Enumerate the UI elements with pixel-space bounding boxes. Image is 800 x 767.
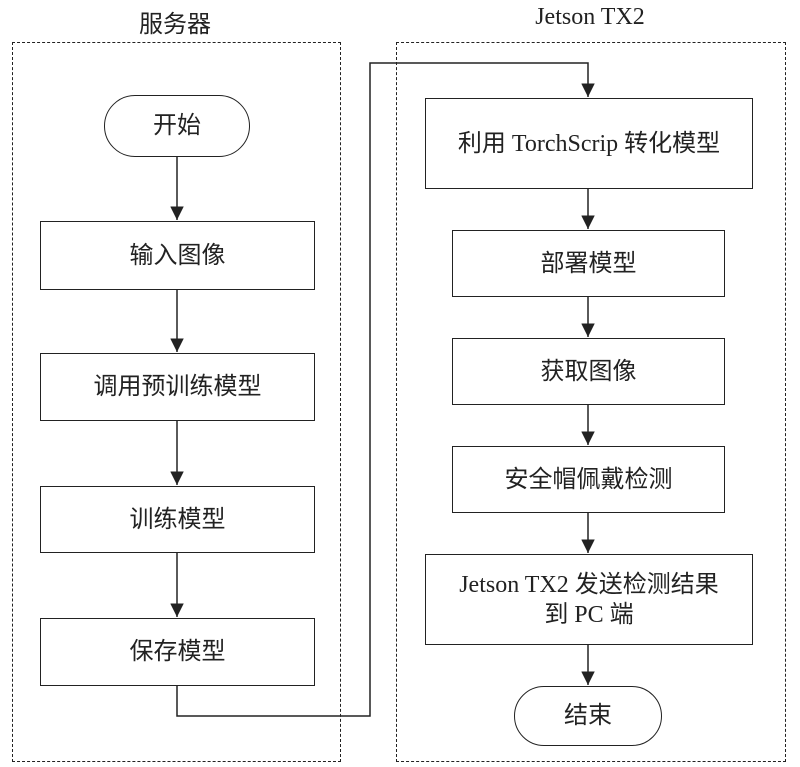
send-results-label-line2: 到 PC 端	[544, 601, 634, 628]
acquire-image-label: 获取图像	[540, 358, 637, 385]
helmet-detection-step: 安全帽佩戴检测	[452, 446, 725, 513]
start-label: 开始	[153, 113, 201, 139]
convert-model-label: 利用 TorchScrip 转化模型	[457, 130, 721, 157]
arrow-save-to-convert	[176, 62, 595, 717]
send-results-label-line1: Jetson TX2 发送检测结果	[459, 571, 719, 598]
convert-model-step: 利用 TorchScrip 转化模型	[425, 98, 753, 189]
call-pretrained-model-step: 调用预训练模型	[40, 353, 315, 421]
input-image-label: 输入图像	[129, 242, 226, 269]
jetson-group-title: Jetson TX2	[535, 4, 645, 30]
save-model-label: 保存模型	[129, 639, 226, 665]
train-model-step: 训练模型	[40, 486, 315, 553]
save-model-step: 保存模型	[40, 618, 315, 686]
send-results-step: Jetson TX2 发送检测结果 到 PC 端	[425, 554, 753, 645]
start-terminal: 开始	[104, 95, 250, 157]
train-model-label: 训练模型	[129, 506, 226, 533]
jetson-group	[396, 42, 786, 762]
end-terminal: 结束	[514, 686, 662, 746]
deploy-model-step: 部署模型	[452, 230, 725, 297]
server-group-title: 服务器	[139, 12, 211, 38]
call-pretrained-model-label: 调用预训练模型	[93, 374, 262, 400]
acquire-image-step: 获取图像	[452, 338, 725, 405]
input-image-step: 输入图像	[40, 221, 315, 290]
helmet-detection-label: 安全帽佩戴检测	[504, 466, 673, 493]
server-group	[12, 42, 341, 762]
end-label: 结束	[564, 703, 612, 729]
deploy-model-label: 部署模型	[540, 250, 637, 277]
